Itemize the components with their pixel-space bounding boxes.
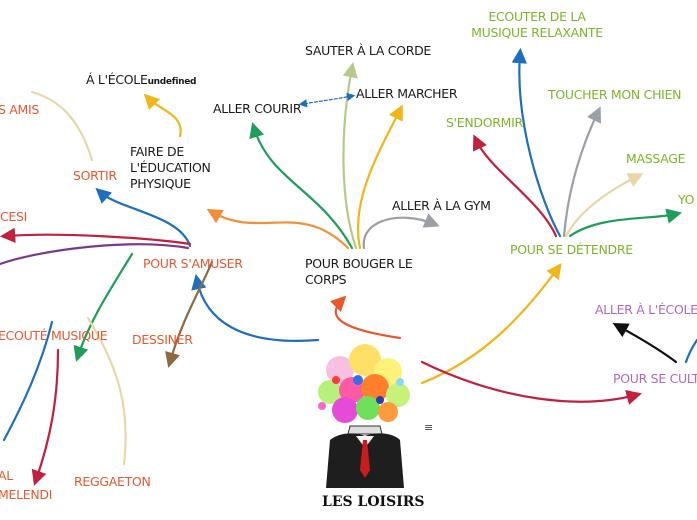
edge-musique-melendi: [31, 348, 60, 486]
node-reggaeton[interactable]: REGGAETON: [74, 474, 151, 489]
node-a-l-ecole-suffix: undefined: [147, 77, 197, 87]
edge-musique-al: [2, 320, 54, 442]
node-yo[interactable]: YO: [678, 192, 695, 207]
node-aller-a-l-ecole[interactable]: ALLER À L'ÉCOLE: [595, 302, 697, 317]
node-aller-a-la-gym[interactable]: ALLER À LA GYM: [392, 198, 491, 213]
edge-marcher-courir: [298, 92, 356, 108]
node-amis[interactable]: S AMIS: [0, 102, 40, 117]
node-sauter-a-la-corde[interactable]: SAUTER À LA CORDE: [305, 43, 432, 58]
edge-amuser-dessiner: [165, 260, 214, 368]
edge-detendre-endormir: [472, 134, 558, 238]
node-pour-se-cultiver[interactable]: POUR SE CULTI: [613, 371, 697, 386]
edge-bouger-marcher: [356, 104, 403, 250]
node-a-l-ecole-label: Á L'ÉCOLE: [86, 72, 148, 87]
root-node-les-loisirs[interactable]: LES LOISIRS: [322, 494, 425, 510]
edge-amuser-musique: [73, 252, 134, 362]
node-pour-se-detendre[interactable]: POUR SE DÉTENDRE: [510, 242, 633, 257]
edge-bouger-gym: [362, 213, 440, 250]
menu-icon[interactable]: ≡: [424, 421, 434, 434]
node-melendi[interactable]: MELENDI: [0, 487, 53, 502]
central-image-person[interactable]: [300, 340, 430, 490]
edge-root-cultiver: [420, 360, 642, 405]
suit-body-icon: [326, 425, 404, 488]
edge-amuser-faire: [95, 187, 192, 248]
edge-root-detendre: [420, 263, 562, 385]
node-ecoute-musique[interactable]: ECOUTÉ MUSIQUE: [0, 328, 108, 343]
edge-detendre-yo: [568, 208, 683, 238]
edge-detendre-toucher: [562, 106, 602, 238]
edge-bouger-courir: [249, 122, 354, 250]
node-pour-s-amuser[interactable]: POUR S'AMUSER: [143, 256, 243, 271]
edge-musique-reggaeton: [86, 316, 127, 466]
edge-root-bouger: [330, 295, 402, 340]
node-aller-marcher[interactable]: ALLER MARCHER: [356, 86, 458, 101]
colorful-splash-icon: [318, 344, 410, 423]
edge-root-amuser: [191, 273, 320, 342]
edge-amuser-purple: [0, 243, 190, 266]
edge-bouger-amuser: [206, 208, 350, 250]
edge-sortir-amis: [30, 90, 94, 162]
edge-faire-ecole: [143, 93, 182, 138]
edge-cultiver-ecole: [612, 323, 678, 364]
node-dessiner[interactable]: DESSINER: [132, 332, 193, 347]
node-a-l-ecole[interactable]: Á L'ÉCOLEundefined: [86, 72, 196, 90]
node-s-endormir[interactable]: S'ENDORMIR: [446, 115, 523, 130]
node-toucher-mon-chien[interactable]: TOUCHER MON CHIEN: [548, 87, 682, 102]
node-massage[interactable]: MASSAGE: [626, 151, 686, 166]
node-aller-courir[interactable]: ALLER COURIR: [213, 101, 302, 116]
node-cesi[interactable]: CESI: [0, 209, 28, 224]
node-al[interactable]: AL: [0, 468, 13, 483]
edge-detendre-ecouter: [511, 47, 562, 238]
edge-bouger-sauter: [342, 61, 358, 250]
node-pour-bouger-le-corps[interactable]: POUR BOUGER LE CORPS: [305, 256, 413, 287]
node-sortir[interactable]: SORTIR: [73, 168, 117, 183]
node-faire-de-l-education-physique[interactable]: FAIRE DE L'ÉDUCATION PHYSIQUE: [130, 144, 211, 191]
node-ecouter-musique-relaxante[interactable]: ECOUTER DE LA MUSIQUE RELAXANTE: [471, 9, 603, 40]
edge-detendre-massage: [564, 173, 644, 238]
edge-amuser-cesi: [0, 227, 192, 246]
edge-cultiver-blue: [684, 338, 697, 364]
